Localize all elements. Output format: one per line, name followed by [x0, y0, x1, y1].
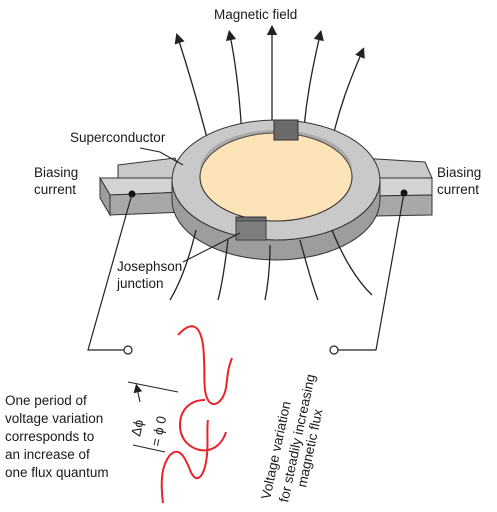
- superconductor-ring: [171, 119, 381, 261]
- delta-phi-label: Δϕ: [128, 418, 146, 438]
- biasing-current-right-label-2: current: [437, 182, 479, 197]
- inner-region: [199, 132, 353, 222]
- magnetic-field-lines-lower: [169, 229, 373, 301]
- superconductor-pointer: [139, 147, 184, 166]
- voltage-waveform: [177, 325, 233, 406]
- period-label-2: voltage variation: [5, 411, 103, 426]
- period-bracket: [127, 381, 179, 453]
- biasing-current-left-label-1: Biasing: [34, 165, 78, 180]
- left-lead-wire: [87, 193, 133, 351]
- left-bias-bar: [99, 157, 186, 217]
- superconductor-label: Superconductor: [70, 130, 166, 145]
- period-label-4: an increase of: [5, 447, 90, 462]
- magnetic-field-label: Magnetic field: [214, 7, 297, 22]
- rear-josephson-junction: [273, 119, 299, 141]
- phi-zero-label: = ϕ 0: [148, 415, 169, 448]
- period-label-3: corresponds to: [5, 429, 94, 444]
- right-output-terminal: [329, 345, 339, 355]
- period-label-5: one flux quantum: [5, 465, 109, 480]
- left-output-terminal: [123, 345, 133, 355]
- field-line-1: [174, 33, 211, 151]
- josephson-junction-label-1: Josephson: [117, 259, 182, 274]
- josephson-junction-label-2: junction: [116, 276, 164, 291]
- junction-pointer: [182, 232, 241, 263]
- right-lead-wire: [338, 192, 405, 351]
- field-line-2: [225, 29, 243, 139]
- biasing-current-right-label-1: Biasing: [437, 165, 481, 180]
- biasing-current-left-label-2: current: [34, 182, 76, 197]
- period-label-1: One period of: [5, 393, 87, 408]
